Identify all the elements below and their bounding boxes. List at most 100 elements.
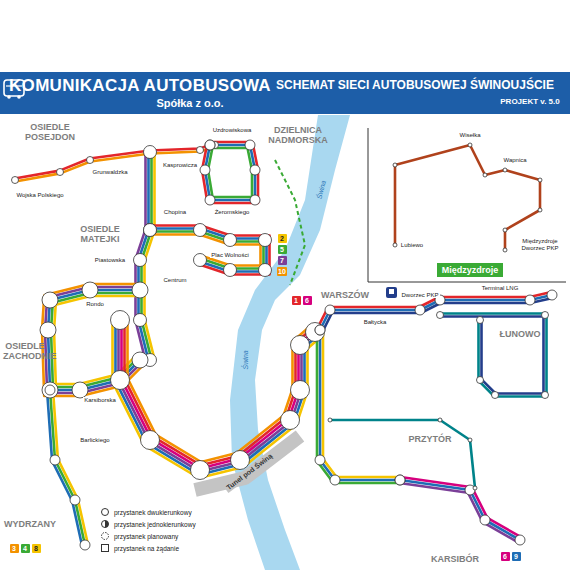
bus-stop <box>250 195 260 205</box>
bus-stop <box>72 382 88 398</box>
company-form: Spółka z o.o. <box>156 97 223 109</box>
route-number: 6 <box>503 553 507 560</box>
route-number: 1 <box>294 297 298 304</box>
district-name: PRZYTÓR <box>408 435 451 445</box>
bus-stop <box>395 475 405 485</box>
planned-route <box>275 160 305 285</box>
district-name: ŁUNOWO <box>500 330 541 340</box>
bus-stop <box>259 234 272 247</box>
district-name: KARSIBÓR <box>431 555 479 565</box>
bus-stop <box>197 147 204 154</box>
bus-stop <box>191 461 210 480</box>
bus-route <box>15 146 215 181</box>
bus-route <box>440 314 547 397</box>
route-badge: 3 <box>10 544 19 553</box>
bus-stop <box>70 495 80 505</box>
stop-name: Grunwaldzka <box>91 169 128 176</box>
bus-stop <box>12 177 19 184</box>
bus-stop <box>224 234 237 247</box>
route-badge: 4 <box>21 544 30 553</box>
logo-wheel <box>17 95 21 99</box>
logo-wheel <box>7 95 11 99</box>
bus-route <box>395 145 540 250</box>
bus-stop <box>437 312 444 319</box>
stop-symbol <box>102 533 109 540</box>
stop-name: Piastowska <box>94 257 126 264</box>
stop-name: Międzyzdroje Dworzec PKP <box>517 238 563 251</box>
legend-text: przystanek dwukierunkowy <box>114 509 192 516</box>
district-name: WYDRZANY <box>4 520 56 530</box>
bus-stop <box>328 418 332 422</box>
route-badge: 7 <box>278 256 287 265</box>
bus-stop <box>42 292 58 308</box>
bus-stop <box>477 317 484 324</box>
stop-name: Rondo <box>85 301 105 308</box>
bus-stop <box>82 282 98 298</box>
train-icon <box>386 287 397 298</box>
bus-stop <box>134 254 147 267</box>
bus-stop <box>205 140 215 150</box>
route-number: 9 <box>514 553 518 560</box>
stop-half <box>105 521 109 528</box>
district-name: OSIEDLE POSEJDON <box>19 123 81 143</box>
bus-route <box>330 420 475 488</box>
stop-name: Dworzec PKP <box>400 292 439 299</box>
district-name: DZIELNICA NADMORSKA <box>264 126 332 146</box>
bus-route <box>42 284 144 396</box>
stop-name: Bałtycka <box>363 319 388 326</box>
icon-square <box>386 287 397 298</box>
bus-route <box>150 229 267 272</box>
bus-stop <box>291 336 310 355</box>
bus-stop <box>281 411 300 430</box>
bus-stop <box>57 169 64 176</box>
stop-name: Lubiewo <box>400 242 424 249</box>
bus-stop <box>525 295 535 305</box>
district-name: OSIEDLE ZACHODNIE <box>3 342 47 362</box>
bus-route <box>205 145 255 200</box>
stop-name: Karsiborska <box>83 397 117 404</box>
bus-stop <box>315 325 325 335</box>
route-badge: 6 <box>501 552 510 561</box>
bus-stop <box>40 322 56 338</box>
river-swina <box>230 115 350 570</box>
route-badge: 10 <box>277 267 288 276</box>
bus-route <box>323 330 400 477</box>
route-badge: 2 <box>278 234 287 243</box>
bus-route <box>150 226 270 275</box>
bus-stop <box>438 418 442 422</box>
stop-symbol <box>102 545 109 552</box>
bus-route <box>122 320 315 468</box>
legend-sample <box>100 543 110 553</box>
bus-stop <box>393 163 397 167</box>
bus-stop <box>330 475 340 485</box>
bus-stop <box>468 438 472 442</box>
stop-symbol <box>102 521 109 528</box>
bus-stop <box>503 248 507 252</box>
bus-stop <box>306 323 325 342</box>
route-number: 2 <box>280 235 284 242</box>
bus-stop <box>483 173 487 177</box>
bus-stop <box>87 157 94 164</box>
bus-stop <box>144 224 157 237</box>
bus-stop <box>395 475 405 485</box>
company-name: KOMUNIKACJA AUTOBUSOWA <box>9 77 271 96</box>
bus-stop <box>538 178 542 182</box>
bus-stop <box>132 282 148 298</box>
stop-name: Wojska Polskiego <box>15 192 64 199</box>
bus-stop <box>194 254 207 267</box>
bus-stop <box>542 312 549 319</box>
bus-stop <box>200 165 210 175</box>
bus-stop <box>315 455 325 465</box>
bus-stop <box>542 392 549 399</box>
legend-row: przystanek planowany <box>100 531 178 541</box>
line-name: Międzyzdroje <box>442 265 499 275</box>
bus-stop <box>291 381 310 400</box>
bus-stop <box>473 486 477 490</box>
bus-stop <box>492 392 499 399</box>
line-name-box: Międzyzdroje <box>437 263 504 277</box>
route-badge: 9 <box>512 552 521 561</box>
bus-stop <box>393 243 397 247</box>
bus-route <box>320 330 400 480</box>
route-badge: 8 <box>32 544 41 553</box>
version-label: PROJEKT v. 5.0 <box>500 98 559 107</box>
